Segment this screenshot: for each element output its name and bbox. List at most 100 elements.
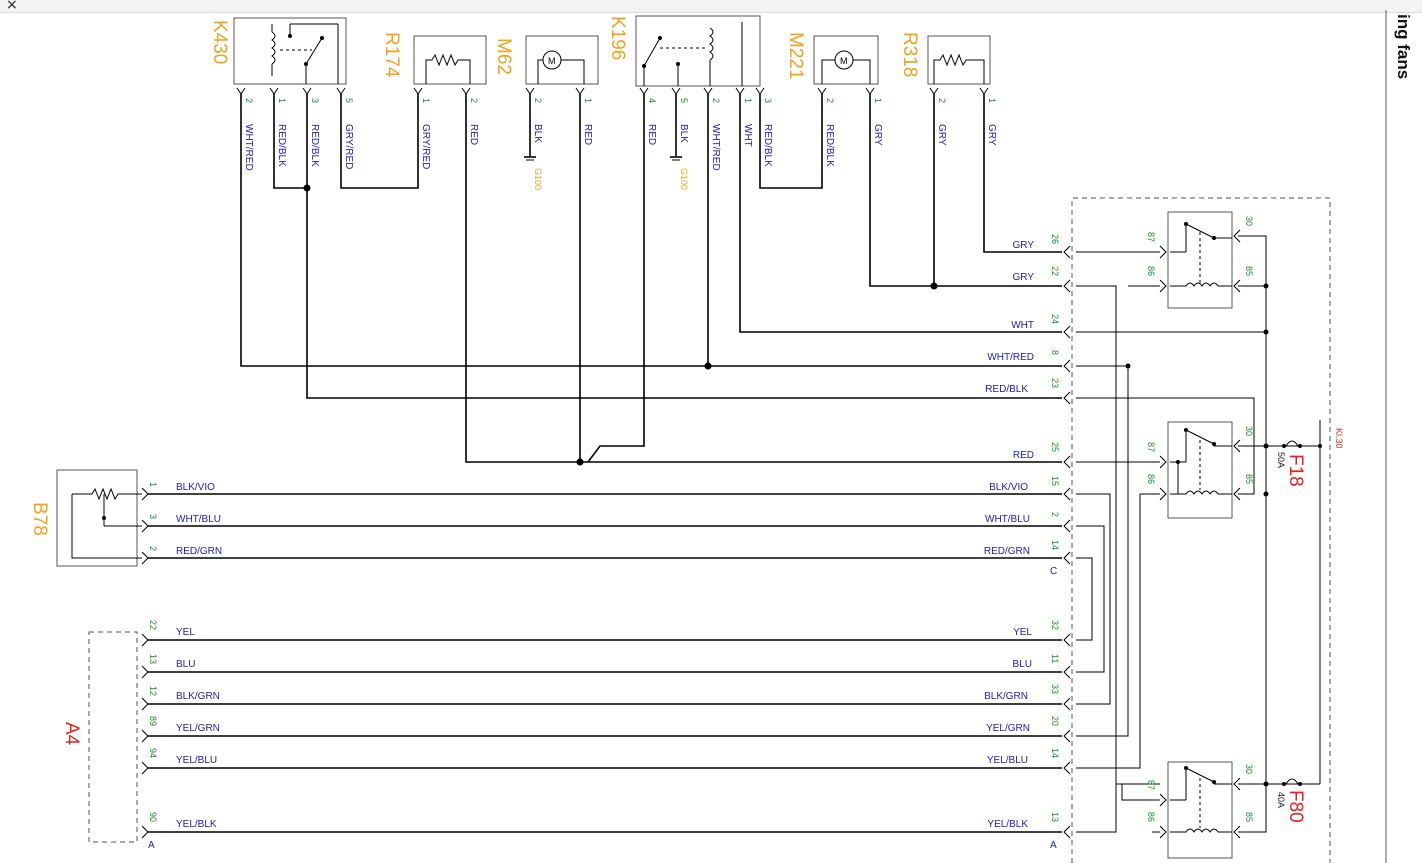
svg-text:13: 13 [1050,812,1060,822]
svg-text:RED/BLK: RED/BLK [762,124,773,167]
svg-text:GRY/RED: GRY/RED [343,124,354,169]
svg-text:3: 3 [310,98,320,103]
svg-text:RED/GRN: RED/GRN [984,546,1030,557]
svg-text:GRY: GRY [1013,272,1035,283]
module-wire-labels: GRY GRY WHT WHT/RED RED/BLK RED BLK/VIO … [984,240,1034,830]
svg-text:8: 8 [1050,350,1060,355]
svg-text:BLK: BLK [532,124,543,143]
m62-motor: M [525,35,599,85]
b78-sensor [56,469,142,567]
svg-text:30: 30 [1244,426,1254,436]
module-pin-numbers: 26 22 24 8 23 25 15 2 14 32 11 33 20 14 … [1050,234,1060,822]
fan-relay-1: 87 86 30 85 [1146,211,1254,309]
svg-text:5: 5 [679,98,689,103]
connector-c-tag: C [1050,566,1057,577]
svg-text:87: 87 [1146,780,1156,790]
svg-text:14: 14 [1050,748,1060,758]
svg-text:86: 86 [1146,812,1156,822]
svg-text:1: 1 [148,482,158,487]
svg-text:87: 87 [1146,232,1156,242]
ground-g100-k196: G100 [670,94,689,190]
svg-text:86: 86 [1146,474,1156,484]
svg-text:5: 5 [344,98,354,103]
top-wire-labels: WHT/RED RED/BLK RED/BLK GRY/RED GRY/RED … [243,124,997,171]
svg-text:RED/BLK: RED/BLK [985,384,1028,395]
f80-label: F80 [1285,790,1306,823]
r174-label: R174 [381,32,402,78]
svg-text:15: 15 [1050,476,1060,486]
svg-text:G100: G100 [533,168,543,190]
svg-text:2: 2 [1050,512,1060,517]
b78-wires: 1 3 2 BLK/VIO WHT/BLU RED/GRN [141,482,1062,565]
svg-text:13: 13 [148,654,158,664]
a4-wires: 22 13 12 89 94 90 YEL BLU BLK/GRN YEL/GR… [141,620,1062,839]
f18-rating: 50A [1276,452,1286,468]
svg-text:RED/BLK: RED/BLK [824,124,835,167]
svg-text:26: 26 [1050,234,1060,244]
svg-text:85: 85 [1244,812,1254,822]
svg-text:BLK/VIO: BLK/VIO [176,482,215,493]
svg-text:85: 85 [1244,266,1254,276]
svg-text:YEL/BLK: YEL/BLK [987,819,1028,830]
svg-text:WHT/RED: WHT/RED [987,352,1034,363]
k196-relay [635,15,761,87]
svg-text:2: 2 [825,98,835,103]
r318-resistor [927,35,991,85]
svg-text:22: 22 [1050,266,1060,276]
svg-text:23: 23 [1050,378,1060,388]
f80-rating: 40A [1276,792,1286,808]
svg-text:YEL/BLU: YEL/BLU [987,755,1028,766]
m62-label: M62 [493,38,514,75]
svg-text:94: 94 [148,748,158,758]
svg-text:YEL/GRN: YEL/GRN [986,723,1030,734]
a4-connector-a-tag: A [148,840,155,851]
a4-label: A4 [61,722,82,746]
svg-text:RED: RED [646,124,657,145]
k196-label: K196 [607,16,628,60]
svg-text:2: 2 [469,98,479,103]
svg-text:RED/BLK: RED/BLK [276,124,287,167]
svg-text:YEL/GRN: YEL/GRN [176,723,220,734]
svg-text:GRY: GRY [936,124,947,146]
svg-text:WHT/RED: WHT/RED [243,124,254,171]
svg-text:RED/BLK: RED/BLK [309,124,320,167]
svg-text:2: 2 [937,98,947,103]
close-icon[interactable]: × [6,0,18,13]
svg-text:WHT/RED: WHT/RED [710,124,721,171]
svg-text:85: 85 [1244,474,1254,484]
k430-relay [233,17,347,85]
control-module-outline [1071,197,1331,863]
module-internal-wiring [1076,235,1322,833]
connector-a-tag: A [1050,840,1057,851]
svg-text:2: 2 [533,98,543,103]
k430-label: K430 [209,20,230,64]
svg-text:30: 30 [1244,764,1254,774]
svg-text:24: 24 [1050,314,1060,324]
svg-text:22: 22 [148,620,158,630]
svg-text:87: 87 [1146,442,1156,452]
svg-text:2: 2 [244,98,254,103]
r174-resistor [413,35,487,85]
svg-text:G100: G100 [679,168,689,190]
f18-label: F18 [1285,454,1306,487]
svg-text:1: 1 [277,98,287,103]
svg-text:20: 20 [1050,716,1060,726]
top-connector-pins: 2 1 3 5 1 2 2 1 4 5 2 1 3 2 1 2 1 [236,87,997,103]
svg-text:11: 11 [1050,654,1060,663]
m221-motor-symbol: M [840,56,848,66]
svg-text:25: 25 [1050,442,1060,452]
svg-text:86: 86 [1146,266,1156,276]
svg-text:BLU: BLU [1013,659,1032,670]
svg-text:3: 3 [148,514,158,519]
svg-text:WHT/BLU: WHT/BLU [176,514,221,525]
svg-text:1: 1 [987,98,997,103]
svg-text:BLK/VIO: BLK/VIO [989,482,1028,493]
svg-text:32: 32 [1050,620,1060,630]
r318-label: R318 [899,32,920,77]
m221-label: M221 [785,32,806,80]
svg-text:1: 1 [743,98,753,103]
svg-text:BLU: BLU [176,659,195,670]
svg-text:RED: RED [1013,450,1034,461]
svg-text:1: 1 [421,98,431,103]
